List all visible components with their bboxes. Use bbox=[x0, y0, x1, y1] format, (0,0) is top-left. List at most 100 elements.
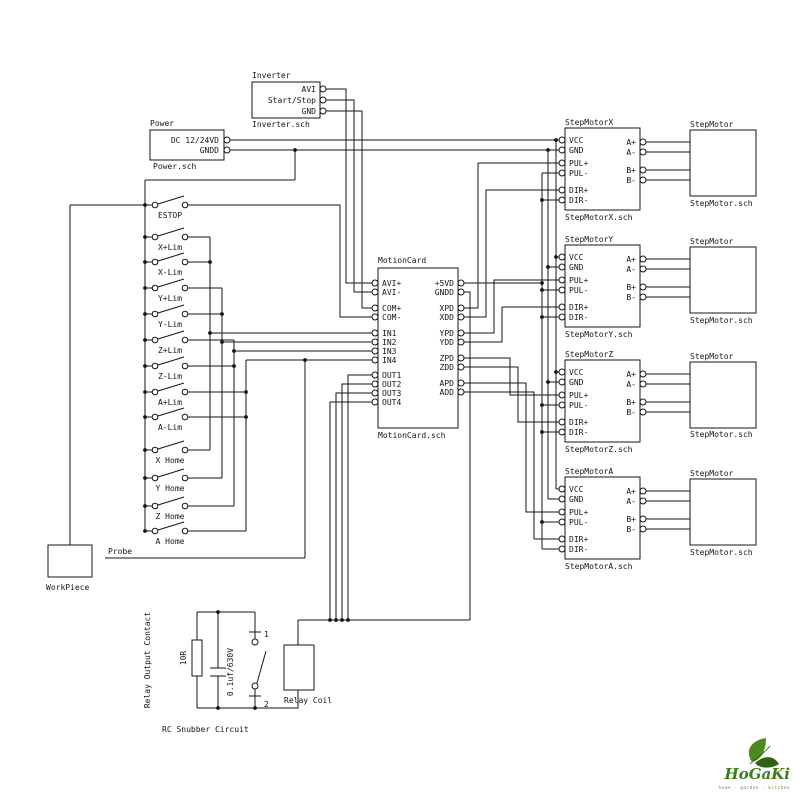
switch-label-yhome: Y Home bbox=[156, 484, 185, 493]
switch-label-zmlim: Z-Lim bbox=[158, 372, 182, 381]
drivera-pulp: PUL+ bbox=[569, 508, 588, 517]
net-step-signals bbox=[464, 162, 559, 540]
stepmotory-driver-box[interactable] bbox=[564, 244, 641, 328]
power-box[interactable] bbox=[149, 129, 225, 161]
drivera-dirp: DIR+ bbox=[569, 535, 588, 544]
motioncard-sch-label: MotionCard.sch bbox=[378, 431, 446, 440]
driverx-sch-label: StepMotorX.sch bbox=[565, 213, 633, 222]
mc-pin-in4: IN4 bbox=[382, 356, 397, 365]
drivery-dirm: DIR- bbox=[569, 313, 588, 322]
switch-label-xmlim: X-Lim bbox=[158, 268, 182, 277]
motory-title: StepMotor bbox=[690, 237, 734, 246]
drivery-pulp: PUL+ bbox=[569, 276, 588, 285]
mc-pin-out3: OUT3 bbox=[382, 389, 401, 398]
switch-label-zhome: Z Home bbox=[156, 512, 185, 521]
net-common-bus bbox=[464, 172, 559, 550]
power-sch-label: Power.sch bbox=[153, 162, 197, 171]
switch-label-zplim: Z+Lim bbox=[158, 346, 182, 355]
driverx-vcc: VCC bbox=[569, 136, 584, 145]
motorz-sch-label: StepMotor.sch bbox=[690, 430, 753, 439]
mc-pin-avip: AVI+ bbox=[382, 279, 401, 288]
net-outputs-relay bbox=[255, 291, 471, 709]
motioncard-title: MotionCard bbox=[378, 256, 426, 265]
driverx-title: StepMotorX bbox=[565, 118, 613, 127]
relay-coil-label: Relay Coil bbox=[284, 696, 332, 705]
drivery-vcc: VCC bbox=[569, 253, 584, 262]
driverx-pulp: PUL+ bbox=[569, 159, 588, 168]
driverx-bp: B+ bbox=[626, 166, 636, 175]
drivery-am: A- bbox=[626, 265, 636, 274]
drivery-bm: B- bbox=[626, 293, 636, 302]
motorx-title: StepMotor bbox=[690, 120, 734, 129]
mc-pin-xdd: XDD bbox=[440, 313, 455, 322]
net-inputs bbox=[209, 237, 372, 531]
driverz-bm: B- bbox=[626, 408, 636, 417]
switch-label-xplim: X+Lim bbox=[158, 243, 182, 252]
drivery-ap: A+ bbox=[626, 255, 636, 264]
mc-pin-zdd: ZDD bbox=[440, 363, 455, 372]
contact-terminal-1: 1 bbox=[264, 630, 269, 639]
inverter-pin-gnd: GND bbox=[302, 107, 317, 116]
inverter-title: Inverter bbox=[252, 71, 291, 80]
rc-snubber-label: RC Snubber Circuit bbox=[162, 725, 249, 734]
wires bbox=[69, 88, 690, 709]
inverter-pin-avi: AVI bbox=[302, 85, 317, 94]
capacitor-value-label: 0.1uf/630V bbox=[226, 648, 235, 696]
driverz-dirm: DIR- bbox=[569, 428, 588, 437]
driverz-pulp: PUL+ bbox=[569, 391, 588, 400]
driverx-gnd: GND bbox=[569, 146, 584, 155]
mc-pin-comp: COM+ bbox=[382, 304, 401, 313]
stepmotora-driver-box[interactable] bbox=[564, 476, 641, 560]
stepmotor-a-box[interactable] bbox=[689, 478, 757, 546]
drivery-gnd: GND bbox=[569, 263, 584, 272]
motorx-sch-label: StepMotor.sch bbox=[690, 199, 753, 208]
contact-terminal-2: 2 bbox=[264, 700, 269, 709]
drivera-vcc: VCC bbox=[569, 485, 584, 494]
switch-label-aplim: A+Lim bbox=[158, 398, 182, 407]
driverz-title: StepMotorZ bbox=[565, 350, 613, 359]
mc-pin-ydd: YDD bbox=[440, 338, 455, 347]
net-driver-motor bbox=[646, 141, 690, 530]
driverz-vcc: VCC bbox=[569, 368, 584, 377]
net-switch-stubs bbox=[145, 204, 246, 532]
power-pin-dc: DC 12/24VD bbox=[171, 136, 219, 145]
net-inverter bbox=[326, 88, 372, 309]
net-estop-workpiece bbox=[69, 204, 372, 545]
relay-coil-box[interactable] bbox=[283, 644, 315, 691]
stepmotorz-driver-box[interactable] bbox=[564, 359, 641, 443]
drivera-pulm: PUL- bbox=[569, 518, 588, 527]
stepmotorx-driver-box[interactable] bbox=[564, 127, 641, 211]
net-probe bbox=[105, 360, 306, 559]
drivera-gnd: GND bbox=[569, 495, 584, 504]
mc-pin-zpd: ZPD bbox=[440, 354, 455, 363]
leaf-icon bbox=[748, 738, 779, 768]
drivera-am: A- bbox=[626, 497, 636, 506]
mc-pin-out1: OUT1 bbox=[382, 371, 401, 380]
mc-pin-ypd: YPD bbox=[440, 329, 455, 338]
motioncard-box[interactable] bbox=[377, 267, 459, 429]
inverter-box[interactable] bbox=[251, 81, 321, 119]
stepmotor-x-box[interactable] bbox=[689, 129, 757, 197]
power-pin-gndd: GNDD bbox=[200, 146, 219, 155]
stepmotor-z-box[interactable] bbox=[689, 361, 757, 429]
driverz-gnd: GND bbox=[569, 378, 584, 387]
mc-pin-comm: COM- bbox=[382, 313, 401, 322]
driverz-dirp: DIR+ bbox=[569, 418, 588, 427]
motora-title: StepMotor bbox=[690, 469, 734, 478]
stepmotor-y-box[interactable] bbox=[689, 246, 757, 314]
mc-pin-gndd: GNDD bbox=[435, 288, 454, 297]
drivera-ap: A+ bbox=[626, 487, 636, 496]
switch-label-ahome: A Home bbox=[156, 537, 185, 546]
workpiece-box[interactable] bbox=[47, 544, 93, 578]
driverx-ap: A+ bbox=[626, 138, 636, 147]
inverter-pin-startstop: Start/Stop bbox=[268, 96, 316, 105]
mc-pin-out2: OUT2 bbox=[382, 380, 401, 389]
logo-name: HoGaKi bbox=[724, 765, 791, 783]
driverx-am: A- bbox=[626, 148, 636, 157]
mc-pin-avim: AVI- bbox=[382, 288, 401, 297]
mc-pin-out4: OUT4 bbox=[382, 398, 401, 407]
motora-sch-label: StepMotor.sch bbox=[690, 548, 753, 557]
driverz-bp: B+ bbox=[626, 398, 636, 407]
